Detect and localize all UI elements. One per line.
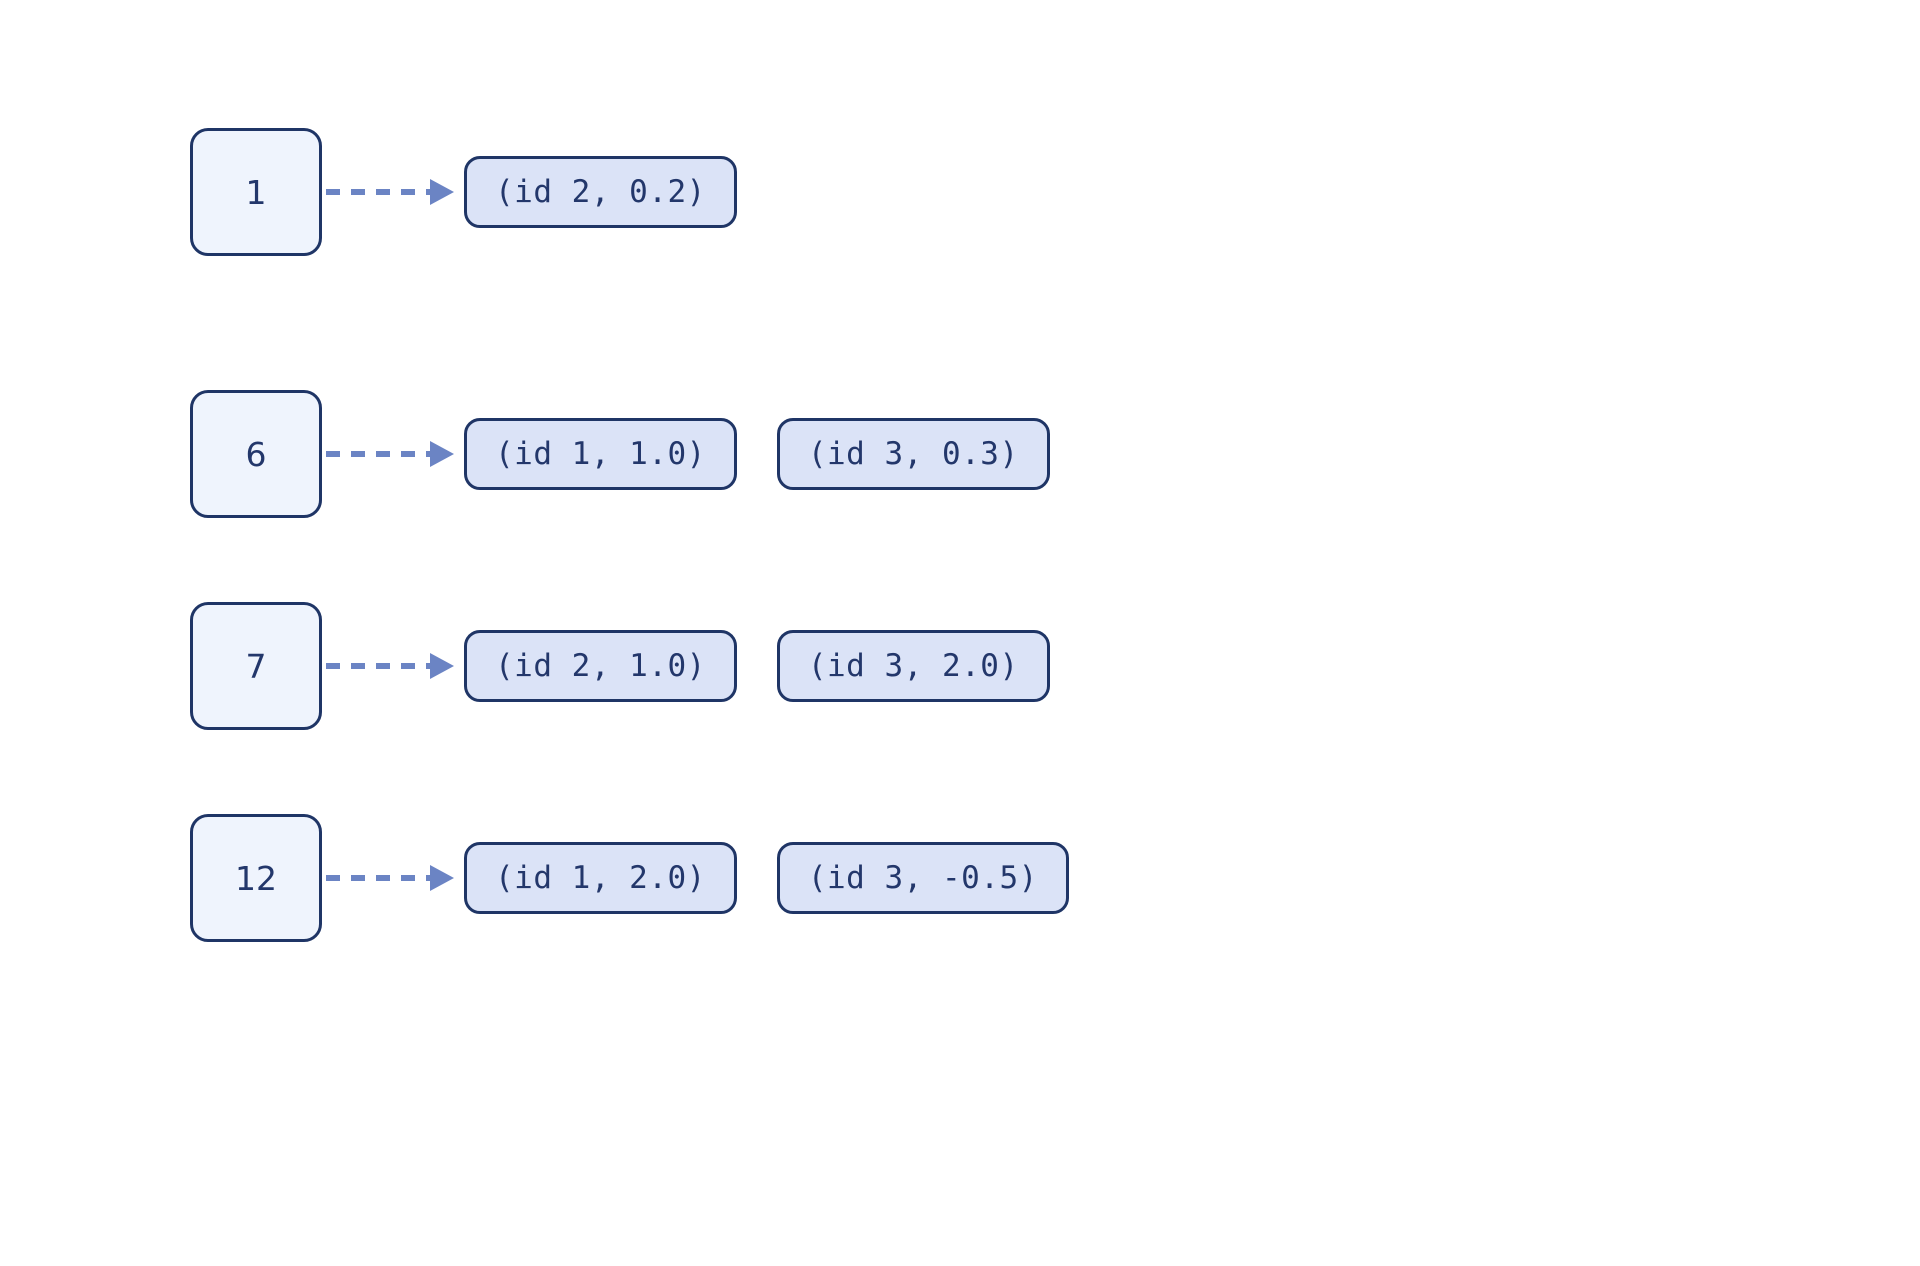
neighbor-list: (id 2, 1.0) (id 3, 2.0) <box>464 630 1050 702</box>
node-box[interactable]: 7 <box>190 602 322 730</box>
node-box[interactable]: 12 <box>190 814 322 942</box>
adjacency-row: 1 (id 2, 0.2) <box>190 128 737 256</box>
node-box[interactable]: 6 <box>190 390 322 518</box>
adjacency-row: 7 (id 2, 1.0) (id 3, 2.0) <box>190 602 1050 730</box>
node-box[interactable]: 1 <box>190 128 322 256</box>
dashed-arrow-right-icon <box>326 865 454 891</box>
neighbor-pill[interactable]: (id 1, 2.0) <box>464 842 737 914</box>
dashed-arrow-right-icon <box>326 179 454 205</box>
adjacency-row: 12 (id 1, 2.0) (id 3, -0.5) <box>190 814 1069 942</box>
dashed-arrow-right-icon <box>326 441 454 467</box>
neighbor-pill[interactable]: (id 1, 1.0) <box>464 418 737 490</box>
adjacency-row: 6 (id 1, 1.0) (id 3, 0.3) <box>190 390 1050 518</box>
neighbor-pill[interactable]: (id 2, 1.0) <box>464 630 737 702</box>
neighbor-pill[interactable]: (id 2, 0.2) <box>464 156 737 228</box>
dashed-arrow-right-icon <box>326 653 454 679</box>
neighbor-pill[interactable]: (id 3, 2.0) <box>776 630 1050 702</box>
neighbor-list: (id 1, 1.0) (id 3, 0.3) <box>464 418 1050 490</box>
neighbor-list: (id 2, 0.2) <box>464 156 737 228</box>
neighbor-pill[interactable]: (id 3, 0.3) <box>776 418 1050 490</box>
neighbor-list: (id 1, 2.0) (id 3, -0.5) <box>464 842 1069 914</box>
neighbor-pill[interactable]: (id 3, -0.5) <box>776 842 1069 914</box>
